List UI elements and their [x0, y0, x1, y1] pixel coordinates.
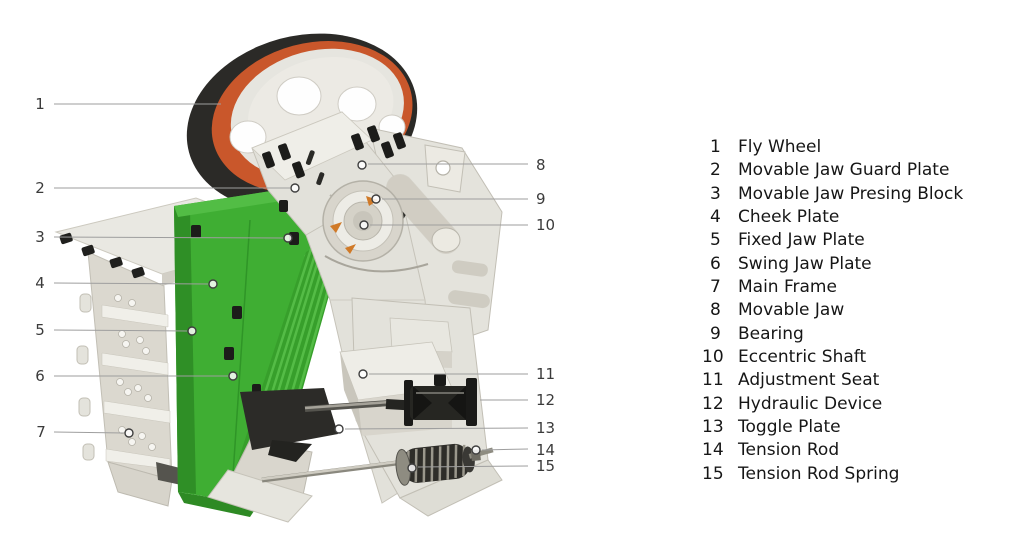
- callout-number-1: 1: [35, 95, 45, 113]
- legend-item-label: Hydraulic Device: [738, 393, 883, 414]
- callout-number-8: 8: [536, 156, 546, 174]
- legend-item-number: 4: [710, 207, 721, 228]
- legend-item-label: Fixed Jaw Plate: [738, 230, 865, 251]
- legend-item-number: 13: [702, 417, 724, 438]
- legend-item: 13 Toggle Plate: [702, 416, 963, 439]
- callout-number-11: 11: [536, 365, 555, 383]
- legend-item: 12 Hydraulic Device: [702, 393, 963, 416]
- legend-item-number: 9: [710, 323, 721, 344]
- eccentric-shaft-cylinder: [386, 174, 461, 254]
- flywheel-holes: [229, 76, 406, 154]
- callout-number-5: 5: [35, 321, 45, 339]
- tension-rod-spring: [395, 443, 494, 486]
- legend-item-label: Toggle Plate: [738, 417, 841, 438]
- legend-item: 14 Tension Rod: [702, 439, 963, 462]
- legend-item-number: 8: [710, 300, 721, 321]
- legend-item-number: 2: [710, 160, 721, 181]
- hydraulic-device: [304, 374, 477, 426]
- legend-item: 8 Movable Jaw: [702, 299, 963, 322]
- fixed-jaw-plate-green: [174, 184, 338, 517]
- legend-item-number: 6: [710, 253, 721, 274]
- leader-lines: [53, 103, 529, 468]
- toggle-plate: [240, 388, 338, 462]
- callout-numbers: 1 2 3 4 5 6 7 8 9 10 11 12 13 14 15: [35, 95, 555, 475]
- jaw-top-bolts: [262, 125, 406, 179]
- legend-item: 9 Bearing: [702, 323, 963, 346]
- legend-item: 7 Main Frame: [702, 276, 963, 299]
- legend-item-label: Fly Wheel: [738, 137, 822, 157]
- legend-item-number: 7: [710, 277, 721, 298]
- legend-item-label: Adjustment Seat: [738, 370, 880, 391]
- callout-number-2: 2: [35, 179, 45, 197]
- callout-number-15: 15: [536, 457, 555, 475]
- legend-item-number: 12: [702, 393, 724, 414]
- callout-number-13: 13: [536, 419, 555, 437]
- callout-number-12: 12: [536, 391, 555, 409]
- legend-item-number: 10: [702, 347, 724, 368]
- legend-item-label: Swing Jaw Plate: [738, 253, 872, 274]
- callout-number-10: 10: [536, 216, 555, 234]
- legend-item: 5 Fixed Jaw Plate: [702, 229, 963, 252]
- legend-item-number: 1: [710, 137, 721, 157]
- callout-number-9: 9: [536, 190, 546, 208]
- legend-item-label: Bearing: [738, 323, 804, 344]
- legend-item-number: 5: [710, 230, 721, 251]
- legend-item: 2 Movable Jaw Guard Plate: [702, 159, 963, 182]
- legend-item-label: Eccentric Shaft: [738, 347, 867, 368]
- legend-item-label: Tension Rod: [738, 440, 840, 461]
- legend-item-number: 15: [702, 463, 724, 484]
- legend-item-label: Movable Jaw Presing Block: [738, 183, 964, 204]
- legend-item-label: Movable Jaw Guard Plate: [738, 160, 950, 181]
- legend-item-number: 14: [702, 440, 724, 461]
- legend-item: 10 Eccentric Shaft: [702, 346, 963, 369]
- legend-item: 1 Fly Wheel: [702, 136, 963, 159]
- legend-item-label: Movable Jaw: [738, 300, 845, 321]
- legend-item: 6 Swing Jaw Plate: [702, 253, 963, 276]
- callout-number-7: 7: [36, 423, 46, 441]
- legend-item: 15 Tension Rod Spring: [702, 463, 963, 486]
- legend-item: 3 Movable Jaw Presing Block: [702, 183, 963, 206]
- legend-item-number: 11: [702, 370, 724, 391]
- legend-item-label: Cheek Plate: [738, 207, 840, 228]
- callout-number-3: 3: [35, 228, 45, 246]
- legend-item: 11 Adjustment Seat: [702, 369, 963, 392]
- legend-item-label: Tension Rod Spring: [738, 463, 900, 484]
- callout-number-6: 6: [35, 367, 45, 385]
- legend-item-label: Main Frame: [738, 277, 837, 298]
- callout-rings: [124, 160, 481, 473]
- callout-number-14: 14: [536, 441, 555, 459]
- legend-item-number: 3: [710, 183, 721, 204]
- callout-number-4: 4: [35, 274, 45, 292]
- jaw-crease: [324, 255, 429, 273]
- legend-item: 4 Cheek Plate: [702, 206, 963, 229]
